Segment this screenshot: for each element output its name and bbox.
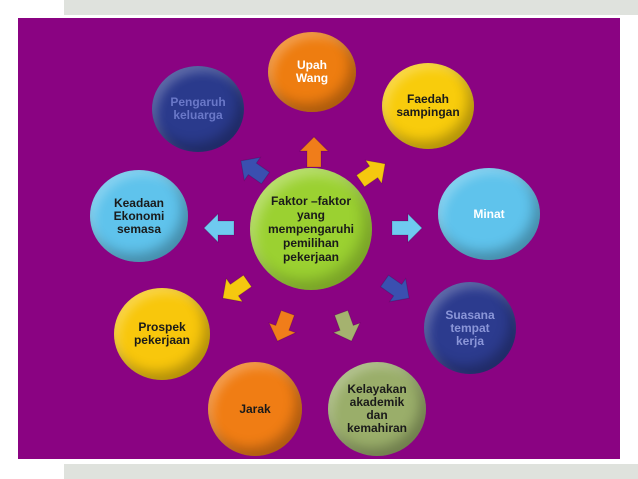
- center-node: Faktor –faktor yang mempengaruhi pemilih…: [250, 168, 372, 290]
- arrow-to-faedah-sampingan: [355, 159, 386, 188]
- arrow-to-pengaruh-keluarga: [240, 156, 271, 185]
- node-keadaan-ekonomi-label: Keadaan Ekonomi semasa: [113, 195, 165, 236]
- node-jarak: Jarak: [208, 362, 302, 456]
- node-pengaruh-keluarga: Pengaruh keluarga: [152, 66, 244, 152]
- arrow-to-minat: [391, 212, 423, 244]
- node-suasana-tempat-kerja: Suasana tempat kerja: [424, 282, 516, 374]
- node-upah-wang-label: Upah Wang: [295, 58, 329, 85]
- arrow-to-prospek-pekerjaan: [222, 274, 253, 303]
- node-kelayakan-label: Kelayakan akademik dan kemahiran: [346, 382, 408, 435]
- node-prospek-pekerjaan: Prospek pekerjaan: [114, 288, 210, 380]
- node-kelayakan: Kelayakan akademik dan kemahiran: [328, 362, 426, 456]
- node-faedah-sampingan-label: Faedah sampingan: [396, 92, 460, 119]
- node-suasana-tempat-kerja-label: Suasana tempat kerja: [445, 307, 495, 348]
- center-node-label: Faktor –faktor yang mempengaruhi pemilih…: [267, 194, 354, 264]
- arrow-to-suasana-tempat-kerja: [379, 274, 410, 303]
- arrow-to-jarak: [268, 309, 297, 342]
- arrow-to-kelayakan: [332, 309, 361, 342]
- arrow-to-upah-wang: [298, 136, 330, 168]
- node-minat-label: Minat: [473, 206, 505, 221]
- node-minat: Minat: [438, 168, 540, 260]
- node-upah-wang: Upah Wang: [268, 32, 356, 112]
- bottom-decorative-bar: [64, 464, 638, 479]
- node-prospek-pekerjaan-label: Prospek pekerjaan: [133, 320, 191, 347]
- arrow-to-keadaan-ekonomi: [203, 212, 235, 244]
- node-pengaruh-keluarga-label: Pengaruh keluarga: [170, 95, 226, 122]
- node-jarak-label: Jarak: [239, 401, 271, 416]
- top-decorative-bar: [64, 0, 638, 15]
- node-keadaan-ekonomi: Keadaan Ekonomi semasa: [90, 170, 188, 262]
- node-faedah-sampingan: Faedah sampingan: [382, 63, 474, 149]
